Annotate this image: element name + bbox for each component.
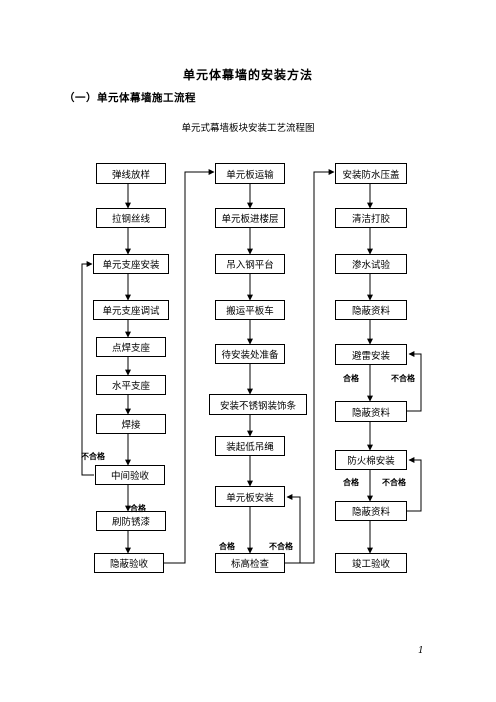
pass-label-fireproof: 合格 — [343, 478, 359, 487]
section-heading: （一）单元体幕墙施工流程 — [64, 92, 196, 104]
step-unit-support-adjust: 单元支座调试 — [93, 300, 169, 320]
step-anti-rust-paint: 刷防锈漆 — [96, 511, 166, 531]
step-unit-panel-transport: 单元板运输 — [215, 163, 285, 184]
step-concealed-records-3: 隐蔽资料 — [335, 501, 407, 521]
step-concealed-records-2: 隐蔽资料 — [335, 401, 407, 422]
step-snap-line-layout: 弹线放样 — [96, 163, 166, 184]
pass-label-lightning: 合格 — [343, 374, 359, 383]
step-concealed-inspection: 隐蔽验收 — [94, 553, 164, 573]
step-horizontal-support: 水平支座 — [96, 375, 166, 395]
step-lightning-protection-install: 避雷安装 — [335, 344, 407, 365]
step-concealed-records-1: 隐蔽资料 — [335, 300, 407, 320]
fail-label-fireproof: 不合格 — [382, 478, 406, 487]
pass-label-col2: 合格 — [219, 542, 235, 551]
flowchart-caption: 单元式幕墙板块安装工艺流程图 — [181, 123, 315, 134]
step-clean-and-seal: 清洁打胶 — [335, 208, 407, 228]
step-spot-weld-support: 点焊支座 — [96, 337, 166, 357]
step-hoist-steel-platform: 吊入钢平台 — [215, 254, 285, 274]
step-low-lifting-rope: 装起低吊绳 — [215, 436, 285, 456]
document-title: 单元体幕墙的安装方法 — [182, 68, 313, 82]
step-completion-acceptance: 竣工验收 — [335, 553, 407, 573]
fail-label-lightning: 不合格 — [391, 374, 415, 383]
fail-label-col2: 不合格 — [269, 542, 293, 551]
step-water-seepage-test: 渗水试验 — [335, 254, 407, 274]
step-carry-flat-cart: 搬运平板车 — [215, 300, 285, 320]
page-number: 1 — [418, 646, 424, 656]
step-panel-into-floor: 单元板进楼层 — [215, 208, 285, 228]
fail-label-col1: 不合格 — [81, 452, 105, 461]
step-waterproof-cover-install: 安装防水压盖 — [335, 163, 407, 184]
step-intermediate-inspection: 中间验收 — [95, 465, 165, 485]
step-fireproof-cotton-install: 防火棉安装 — [335, 450, 407, 470]
step-unit-support-install: 单元支座安装 — [93, 254, 169, 274]
step-unit-panel-install: 单元板安装 — [215, 486, 285, 507]
step-elevation-check: 标高检查 — [215, 553, 285, 573]
step-install-position-prep: 待安装处准备 — [215, 344, 285, 364]
step-welding: 焊接 — [96, 414, 166, 434]
step-stainless-trim-install: 安装不锈钢装饰条 — [209, 394, 307, 415]
pass-label-col1: 合格 — [130, 504, 146, 513]
step-pull-steel-wire: 拉钢丝线 — [96, 208, 166, 228]
